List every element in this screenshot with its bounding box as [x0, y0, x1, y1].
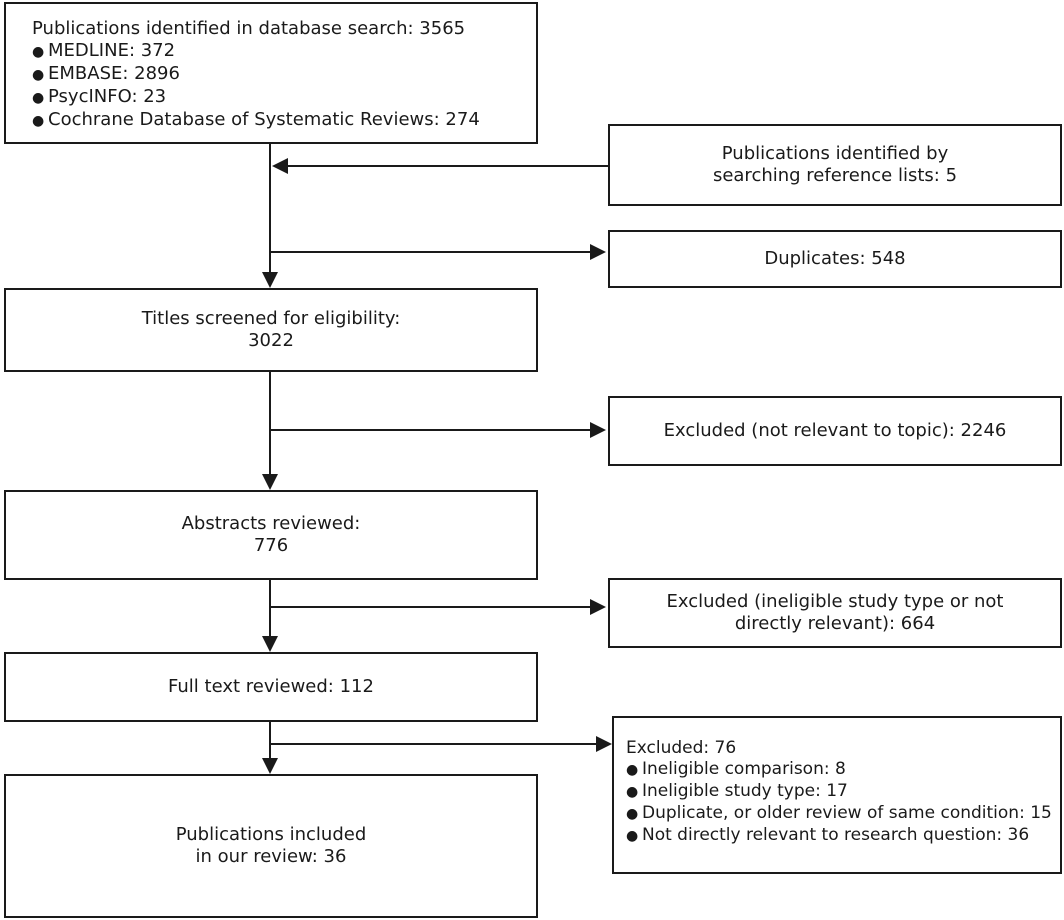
- excluded-ineligible-box: Excluded (ineligible study type or not d…: [608, 578, 1062, 648]
- database-search-title: Publications identified in database sear…: [32, 18, 466, 39]
- arrow-to-fulltext: [262, 636, 278, 652]
- arrow-to-duplicates: [590, 244, 606, 260]
- excluded-ineligible-line1: Excluded (ineligible study type or not: [666, 591, 1004, 612]
- full-text-box: Full text reviewed: 112: [4, 652, 538, 722]
- titles-screened-box: Titles screened for eligibility: 3022: [4, 288, 538, 372]
- arrow-to-abstracts: [262, 474, 278, 490]
- reference-lists-line2: searching reference lists: 5: [712, 165, 958, 186]
- excluded-topic-box: Excluded (not relevant to topic): 2246: [608, 396, 1062, 466]
- included-line1: Publications included: [175, 824, 367, 845]
- arrow-to-included: [262, 758, 278, 774]
- arrow-from-reference-lists: [272, 158, 288, 174]
- excluded-final-box: Excluded: 76 Ineligible comparison: 8 In…: [612, 716, 1062, 874]
- reason-not-relevant: Not directly relevant to research questi…: [626, 825, 1060, 847]
- abstracts-reviewed-line1: Abstracts reviewed:: [181, 513, 361, 534]
- abstracts-reviewed-line2: 776: [253, 535, 289, 556]
- arrow-to-excluded-topic: [590, 422, 606, 438]
- titles-screened-line1: Titles screened for eligibility:: [141, 308, 401, 329]
- reason-comparison: Ineligible comparison: 8: [626, 759, 1060, 781]
- reference-lists-box: Publications identified by searching ref…: [608, 124, 1062, 206]
- full-text-text: Full text reviewed: 112: [168, 676, 374, 697]
- excluded-ineligible-line2: directly relevant): 664: [734, 613, 936, 634]
- included-line2: in our review: 36: [195, 846, 347, 867]
- reason-study-type: Ineligible study type: 17: [626, 781, 1060, 803]
- source-embase: EMBASE: 2896: [32, 63, 536, 86]
- source-psycinfo: PsycINFO: 23: [32, 86, 536, 109]
- arrow-to-excluded-ineligible: [590, 599, 606, 615]
- excluded-topic-text: Excluded (not relevant to topic): 2246: [663, 420, 1007, 441]
- database-search-box: Publications identified in database sear…: [4, 2, 538, 144]
- duplicates-box: Duplicates: 548: [608, 230, 1062, 288]
- included-box: Publications included in our review: 36: [4, 774, 538, 918]
- reference-lists-line1: Publications identified by: [721, 143, 949, 164]
- abstracts-reviewed-box: Abstracts reviewed: 776: [4, 490, 538, 580]
- reason-duplicate: Duplicate, or older review of same condi…: [626, 803, 1060, 825]
- duplicates-text: Duplicates: 548: [764, 248, 906, 269]
- arrow-to-titles: [262, 272, 278, 288]
- source-cochrane: Cochrane Database of Systematic Reviews:…: [32, 109, 536, 132]
- arrow-to-excluded-final: [596, 736, 612, 752]
- source-medline: MEDLINE: 372: [32, 40, 536, 63]
- titles-screened-line2: 3022: [248, 330, 294, 351]
- excluded-final-title: Excluded: 76: [626, 738, 737, 758]
